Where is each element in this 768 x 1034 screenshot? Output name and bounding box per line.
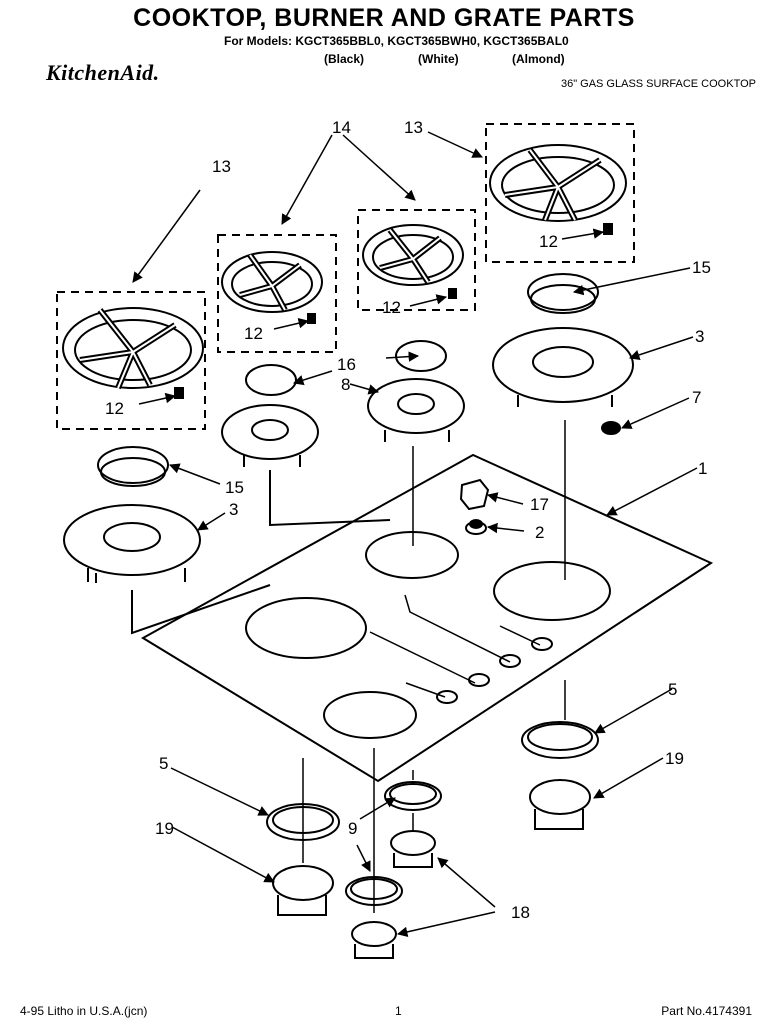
callout-13-left: 13 — [212, 157, 231, 176]
callout-9: 9 — [348, 819, 357, 838]
burner-bases — [63, 327, 634, 583]
grate-small-left — [221, 251, 323, 324]
callout-1: 1 — [698, 459, 707, 478]
callout-3-left: 3 — [229, 500, 238, 519]
burner-caps — [97, 273, 599, 487]
callout-12-a: 12 — [105, 399, 124, 418]
callout-17: 17 — [530, 495, 549, 514]
callout-5-left: 5 — [159, 754, 168, 773]
callout-14: 14 — [332, 118, 351, 137]
product-subtitle: 36" GAS GLASS SURFACE COOKTOP — [560, 78, 756, 90]
callout-8: 8 — [341, 375, 350, 394]
callout-12-d: 12 — [539, 232, 558, 251]
bottom-parts — [266, 721, 599, 959]
model-numbers: For Models: KGCT365BBL0, KGCT365BWH0, KG… — [224, 34, 569, 48]
callout-5-right: 5 — [668, 680, 677, 699]
callout-15-right: 15 — [692, 258, 711, 277]
brand-logo: KitchenAid. — [46, 60, 160, 85]
footer-litho: 4-95 Litho in U.S.A.(jcn) — [20, 1004, 148, 1018]
page-title: COOKTOP, BURNER AND GRATE PARTS — [133, 4, 635, 32]
color-white: (White) — [418, 52, 459, 66]
callout-2: 2 — [535, 523, 544, 542]
color-black: (Black) — [324, 52, 365, 66]
grate-large-left — [62, 307, 204, 399]
callout-13-right: 13 — [404, 118, 423, 137]
color-almond: (Almond) — [512, 52, 565, 66]
part-number: Part No.4174391 — [661, 1004, 752, 1018]
grate-outlines — [56, 123, 635, 430]
knob-and-seal — [459, 478, 490, 535]
callout-arrows — [132, 131, 698, 938]
callout-12-b: 12 — [244, 324, 263, 343]
callout-7: 7 — [692, 388, 701, 407]
guide-lines — [302, 420, 566, 913]
callout-16: 16 — [337, 355, 356, 374]
callout-19-left: 19 — [155, 819, 174, 838]
page-number: 1 — [395, 1004, 402, 1018]
callout-18: 18 — [511, 903, 530, 922]
grate-small-right — [362, 224, 464, 299]
glass-cooktop — [131, 453, 714, 783]
callout-15-left: 15 — [225, 478, 244, 497]
callout-labels: 13 14 13 12 12 12 12 15 3 7 16 8 15 3 1 … — [105, 118, 711, 922]
grate-large-right — [489, 144, 627, 235]
callout-19-right: 19 — [665, 749, 684, 768]
callout-12-c: 12 — [382, 298, 401, 317]
callout-3-right: 3 — [695, 327, 704, 346]
